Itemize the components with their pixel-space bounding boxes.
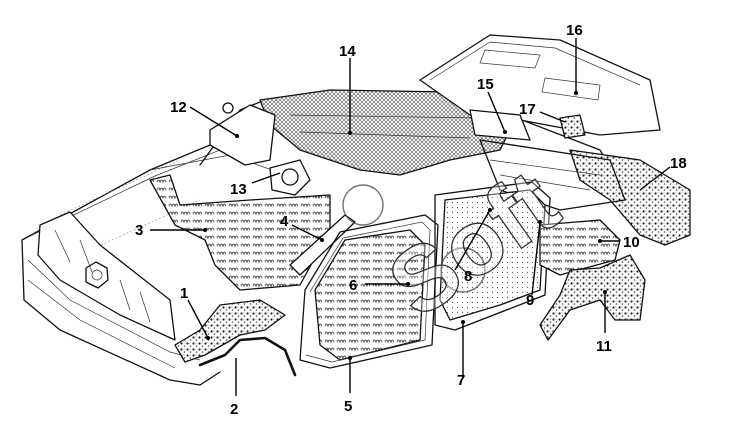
callout-6: 6 xyxy=(349,277,357,294)
part-1-front-arch-insulation xyxy=(174,299,286,363)
part-8-rear-door-panel xyxy=(439,189,546,321)
part-4-tunnel-strip xyxy=(289,214,356,276)
part-13-pedal-insulator xyxy=(269,159,311,196)
callout-1: 1 xyxy=(180,285,188,302)
part-15-shelf-strip xyxy=(469,109,531,141)
callout-17: 17 xyxy=(519,101,536,118)
part-12-heater-insulator xyxy=(209,104,276,166)
part-14-bulkhead-insulation xyxy=(259,89,521,176)
callout-16: 16 xyxy=(566,22,583,39)
callout-4: 4 xyxy=(280,213,289,230)
callout-3: 3 xyxy=(135,222,143,239)
callout-12: 12 xyxy=(170,99,187,116)
callout-11: 11 xyxy=(596,338,612,355)
callout-labels: 1 2 3 4 5 6 7 8 9 10 11 12 13 14 15 16 1… xyxy=(135,22,687,418)
callout-5: 5 xyxy=(344,398,352,415)
callout-15: 15 xyxy=(477,76,494,93)
part-18-trunk-insulation xyxy=(569,149,691,246)
leader-lines xyxy=(150,38,671,396)
callout-14: 14 xyxy=(339,43,356,60)
callout-9: 9 xyxy=(526,292,534,309)
part-11-wheel-arch-insulation xyxy=(539,254,646,341)
callout-10: 10 xyxy=(623,234,640,251)
callout-13: 13 xyxy=(230,181,247,198)
brand-badge-icon xyxy=(85,261,109,289)
callout-18: 18 xyxy=(670,155,687,172)
callout-2: 2 xyxy=(230,401,238,418)
part-2-arch-seal xyxy=(198,336,297,377)
callout-7: 7 xyxy=(457,372,465,389)
callout-8: 8 xyxy=(464,268,472,285)
part-17-bracket xyxy=(559,114,586,139)
part-6-floor-insulation xyxy=(314,229,426,361)
part-7-rear-door-frame xyxy=(434,181,551,331)
part-10-rear-floor-insulation xyxy=(539,219,621,276)
